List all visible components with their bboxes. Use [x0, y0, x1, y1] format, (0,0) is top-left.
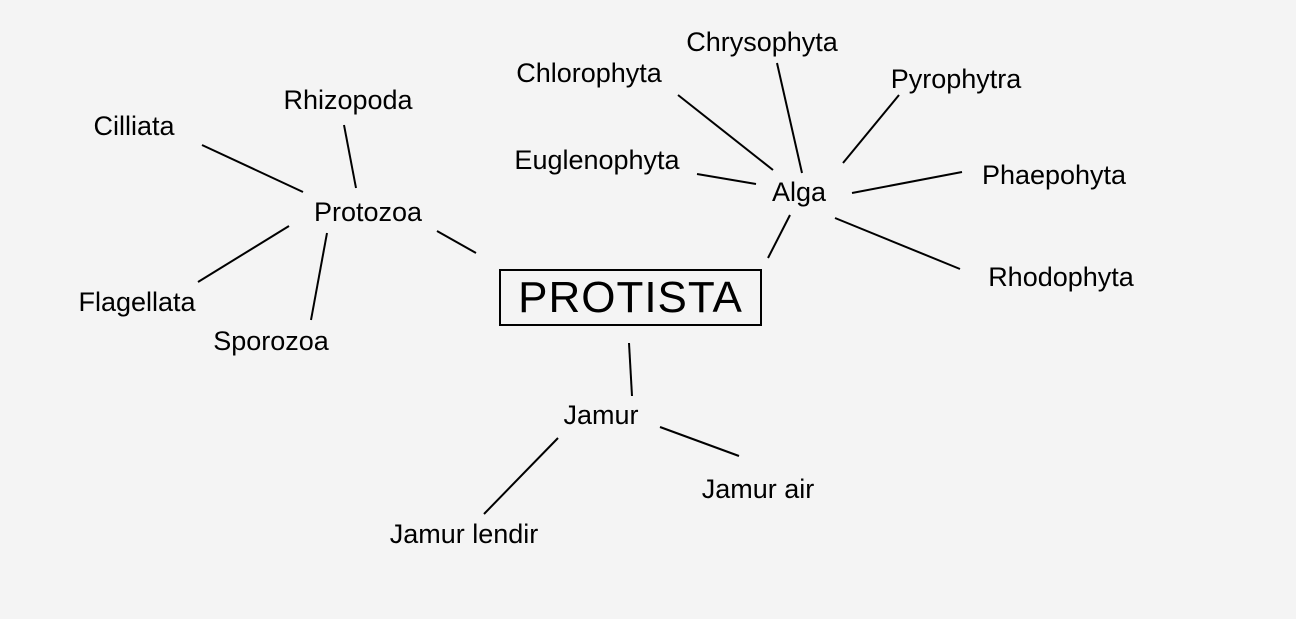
edge-protista-jamur — [628, 342, 633, 397]
edge-protozoa-flagellata — [197, 225, 290, 283]
edge-alga-chrysophyta — [776, 62, 803, 174]
leaf-chrysophyta: Chrysophyta — [686, 27, 838, 57]
leaf-chlorophyta: Chlorophyta — [516, 58, 662, 88]
node-jamur: Jamur — [563, 400, 639, 430]
edge-alga-rhodophyta — [834, 217, 961, 270]
edge-protista-protozoa — [436, 230, 477, 254]
leaf-rhodophyta: Rhodophyta — [988, 262, 1134, 292]
edge-jamur-lendir — [483, 437, 559, 515]
leaf-rhizopoda: Rhizopoda — [283, 85, 413, 115]
leaf-pyrophytra: Pyrophytra — [890, 64, 1022, 94]
edge-alga-euglenophyta — [696, 173, 757, 185]
leaf-euglenophyta: Euglenophyta — [514, 145, 680, 175]
leaf-phaepohyta: Phaepohyta — [981, 160, 1127, 190]
edge-protozoa-sporozoa — [310, 232, 328, 321]
edge-protista-alga — [767, 214, 791, 259]
edge-jamur-air — [659, 426, 740, 457]
node-protozoa: Protozoa — [313, 197, 423, 227]
leaf-sporozoa: Sporozoa — [213, 326, 329, 356]
edge-protozoa-cilliata — [201, 144, 304, 193]
edge-protozoa-rhizopoda — [343, 124, 357, 189]
edge-alga-pyrophytra — [842, 94, 900, 164]
edge-alga-phaepohyta — [851, 171, 963, 194]
leaf-cilliata: Cilliata — [93, 111, 175, 141]
leaf-flagellata: Flagellata — [78, 287, 196, 317]
node-alga: Alga — [771, 177, 827, 207]
edge-alga-chlorophyta — [677, 94, 774, 171]
root-node-protista: PROTISTA — [499, 269, 762, 326]
leaf-jamur-air: Jamur air — [701, 474, 815, 504]
leaf-jamur-lendir: Jamur lendir — [389, 519, 539, 549]
